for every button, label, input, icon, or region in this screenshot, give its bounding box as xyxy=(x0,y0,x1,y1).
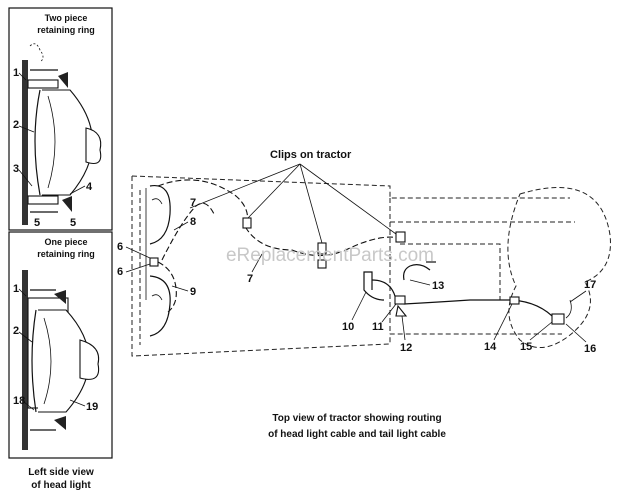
callout-6a: 6 xyxy=(117,241,123,253)
callout-15: 15 xyxy=(520,341,532,353)
tail-light-16 xyxy=(551,313,565,325)
top-panel-frame xyxy=(8,7,113,231)
bottom-headlight-drawing xyxy=(22,270,100,450)
callout-1-top: 1 xyxy=(13,67,19,79)
headlight-cable xyxy=(157,179,401,257)
mount-bracket xyxy=(22,60,28,225)
upper-ring xyxy=(27,79,59,89)
front-light-lower xyxy=(149,275,171,337)
headlight-side-views: Two piece retaining ring 1 2 3 4 xyxy=(8,7,113,491)
front-light-upper xyxy=(149,184,171,245)
mount-bracket-2 xyxy=(22,270,28,450)
wing-nuts xyxy=(58,72,72,212)
clip-3 xyxy=(317,259,327,269)
clips-label: Clips on tractor xyxy=(270,149,352,161)
callout-2-top: 2 xyxy=(13,119,19,131)
socket xyxy=(85,127,102,165)
callout-6b: 6 xyxy=(117,266,123,278)
callout-7a: 7 xyxy=(190,197,196,209)
bottom-panel-frame xyxy=(8,231,113,459)
callout-19: 19 xyxy=(86,401,98,413)
side-caption-1: Left side view xyxy=(28,467,94,478)
callout-1-bottom: 1 xyxy=(13,283,19,295)
bottom-panel-title-2: retaining ring xyxy=(37,249,95,259)
callout-17: 17 xyxy=(584,279,596,291)
callout-14: 14 xyxy=(484,341,497,353)
tractor-outline-bottom xyxy=(131,176,562,357)
junction-11 xyxy=(394,295,406,305)
main-caption-1: Top view of tractor showing routing xyxy=(272,413,441,424)
connector-12 xyxy=(395,304,408,317)
callout-5a-top: 5 xyxy=(34,217,40,229)
callout-12: 12 xyxy=(400,342,412,354)
socket-2 xyxy=(79,339,100,380)
side-caption-2: of head light xyxy=(31,480,91,491)
clip-1 xyxy=(242,217,252,229)
tractor-top-view: Clips on tractor xyxy=(131,149,611,357)
tail-light-cable xyxy=(371,279,557,321)
reflector xyxy=(42,89,94,196)
top-headlight-drawing xyxy=(22,43,102,225)
rear-fender xyxy=(507,187,611,348)
tractor-outline-top xyxy=(131,175,570,199)
connector-14 xyxy=(509,296,520,305)
callout-13: 13 xyxy=(432,280,444,292)
main-callouts: 6 6 7 7 8 9 10 11 12 13 14 15 16 17 xyxy=(117,197,596,355)
top-panel-title-2: retaining ring xyxy=(37,25,95,35)
lens xyxy=(34,89,41,196)
callout-3-top: 3 xyxy=(13,163,19,175)
lens-2 xyxy=(31,309,37,413)
callout-11: 11 xyxy=(372,321,384,333)
clip-4 xyxy=(395,231,406,243)
top-panel-title-1: Two piece xyxy=(45,13,88,23)
callout-2-bottom: 2 xyxy=(13,325,19,337)
callout-8: 8 xyxy=(190,216,196,228)
lower-ring xyxy=(27,195,59,205)
watermark: eReplacementParts.com xyxy=(226,245,434,266)
callout-9: 9 xyxy=(190,286,196,298)
callout-4-top: 4 xyxy=(86,181,93,193)
connector-front xyxy=(149,257,159,267)
callout-10: 10 xyxy=(342,321,354,333)
main-caption-2: of head light cable and tail light cable xyxy=(268,429,446,440)
callout-5b-top: 5 xyxy=(70,217,76,229)
callout-18: 18 xyxy=(13,395,25,407)
callout-7b: 7 xyxy=(247,273,253,285)
bottom-panel-title-1: One piece xyxy=(44,237,87,247)
callout-16: 16 xyxy=(584,343,596,355)
